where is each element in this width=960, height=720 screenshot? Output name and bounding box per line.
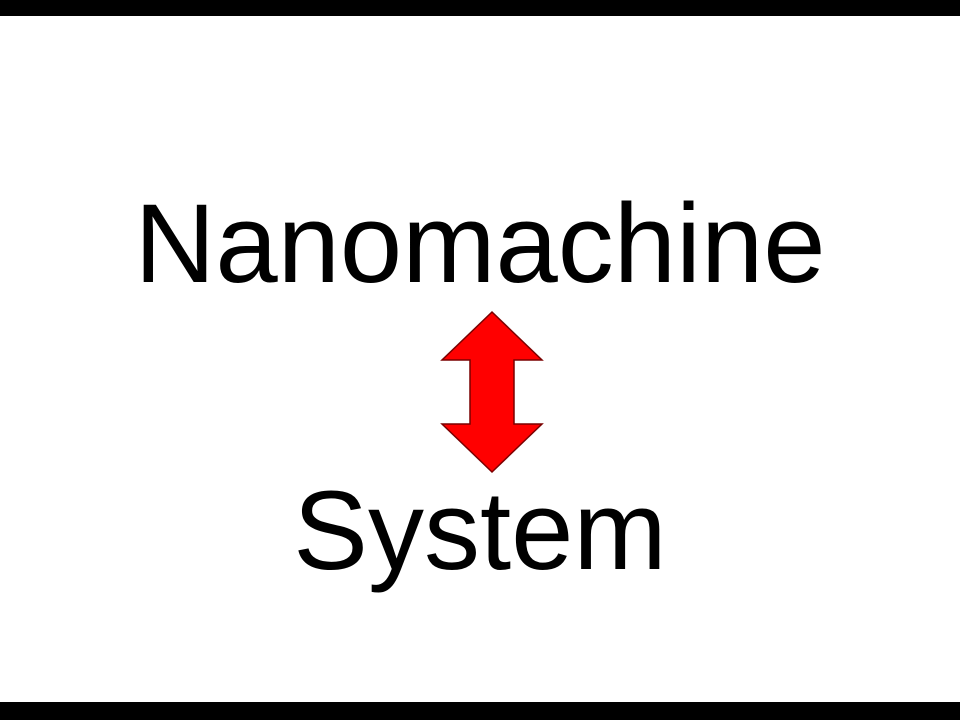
slide-canvas: Nanomachine System bbox=[0, 16, 960, 702]
double-headed-vertical-arrow-icon bbox=[440, 310, 544, 474]
slide-title-top-word: Nanomachine bbox=[134, 181, 826, 306]
slide-bottom-word: System bbox=[293, 468, 667, 593]
arrow-shape bbox=[440, 310, 544, 474]
